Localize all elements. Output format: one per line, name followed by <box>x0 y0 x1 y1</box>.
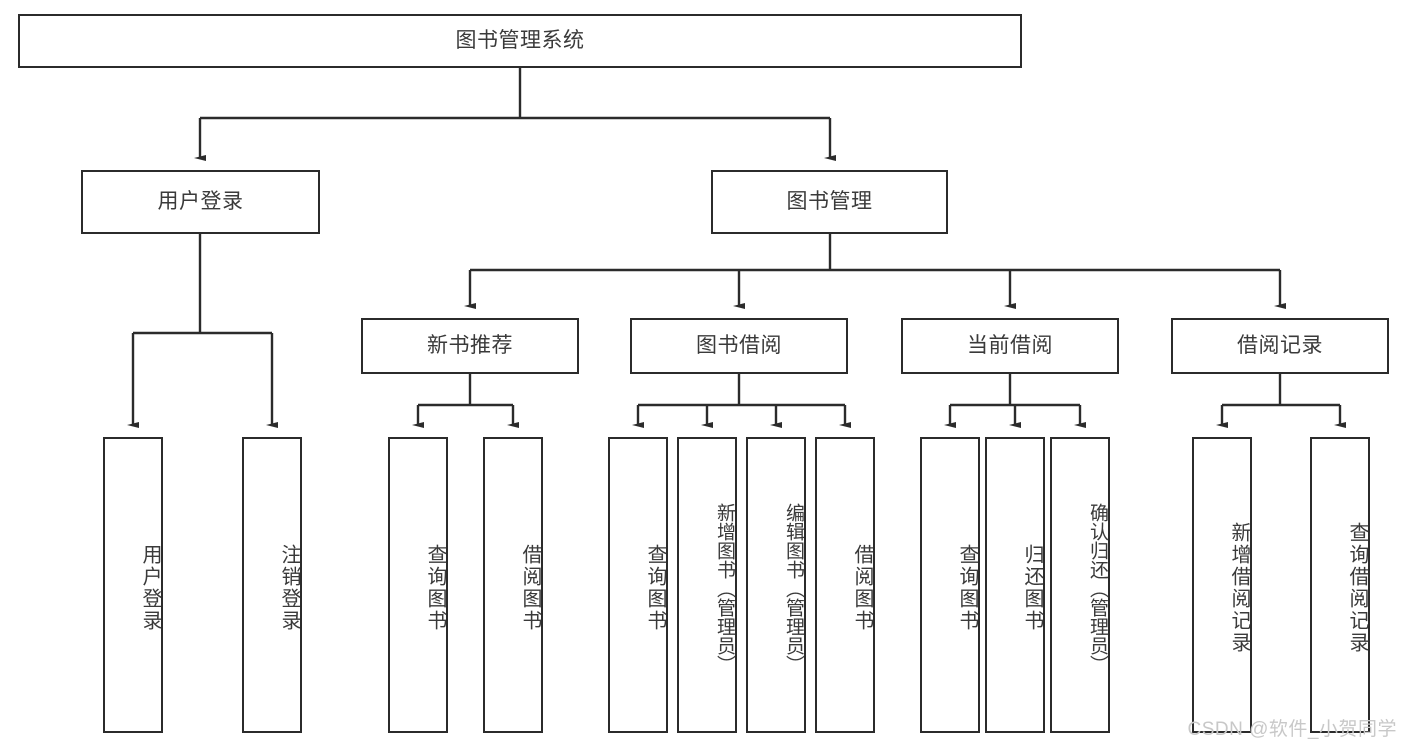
node-new-book-recommend[interactable]: 新书推荐 <box>361 318 579 374</box>
node-label: 图书借阅 <box>696 334 782 358</box>
leaf-current-return-book[interactable]: 归还图书 <box>985 437 1045 733</box>
leaf-current-query-book[interactable]: 查询图书 <box>920 437 980 733</box>
leaf-borrow-query-book[interactable]: 查询图书 <box>608 437 668 733</box>
node-label: 借阅图书 <box>519 544 541 632</box>
node-label: 借阅图书 <box>851 544 873 632</box>
node-label: 注销登录 <box>278 544 300 632</box>
node-label: 确认归还（管理员） <box>1087 502 1108 674</box>
node-label: 新增图书（管理员） <box>714 502 735 674</box>
node-borrow-record[interactable]: 借阅记录 <box>1171 318 1389 374</box>
node-label: 当前借阅 <box>967 334 1053 358</box>
leaf-borrow-edit-book-admin[interactable]: 编辑图书（管理员） <box>746 437 806 733</box>
node-label: 用户登录 <box>157 190 244 214</box>
leaf-user-login-login[interactable]: 用户登录 <box>103 437 163 733</box>
leaf-user-login-logout[interactable]: 注销登录 <box>242 437 302 733</box>
leaf-borrow-add-book-admin[interactable]: 新增图书（管理员） <box>677 437 737 733</box>
node-label: 借阅记录 <box>1237 334 1323 358</box>
leaf-new-book-query[interactable]: 查询图书 <box>388 437 448 733</box>
node-label: 查询借阅记录 <box>1346 522 1368 654</box>
leaf-current-confirm-return-admin[interactable]: 确认归还（管理员） <box>1050 437 1110 733</box>
node-label: 编辑图书（管理员） <box>783 502 804 674</box>
leaf-new-book-borrow[interactable]: 借阅图书 <box>483 437 543 733</box>
node-label: 图书管理系统 <box>455 29 585 53</box>
node-label: 查询图书 <box>424 544 446 632</box>
node-book-management[interactable]: 图书管理 <box>711 170 948 234</box>
node-label: 查询图书 <box>644 544 666 632</box>
node-label: 新书推荐 <box>427 334 513 358</box>
watermark-text: CSDN @软件_小贺同学 <box>1187 719 1397 740</box>
node-current-borrow[interactable]: 当前借阅 <box>901 318 1119 374</box>
node-label: 查询图书 <box>956 544 978 632</box>
node-label: 用户登录 <box>139 544 161 632</box>
leaf-borrow-borrow-book[interactable]: 借阅图书 <box>815 437 875 733</box>
node-label: 图书管理 <box>786 190 873 214</box>
node-book-borrow[interactable]: 图书借阅 <box>630 318 848 374</box>
node-label: 归还图书 <box>1021 544 1043 632</box>
node-root-system[interactable]: 图书管理系统 <box>18 14 1022 68</box>
leaf-record-add-record[interactable]: 新增借阅记录 <box>1192 437 1252 733</box>
leaf-record-query-record[interactable]: 查询借阅记录 <box>1310 437 1370 733</box>
node-user-login[interactable]: 用户登录 <box>81 170 320 234</box>
node-label: 新增借阅记录 <box>1228 522 1250 654</box>
